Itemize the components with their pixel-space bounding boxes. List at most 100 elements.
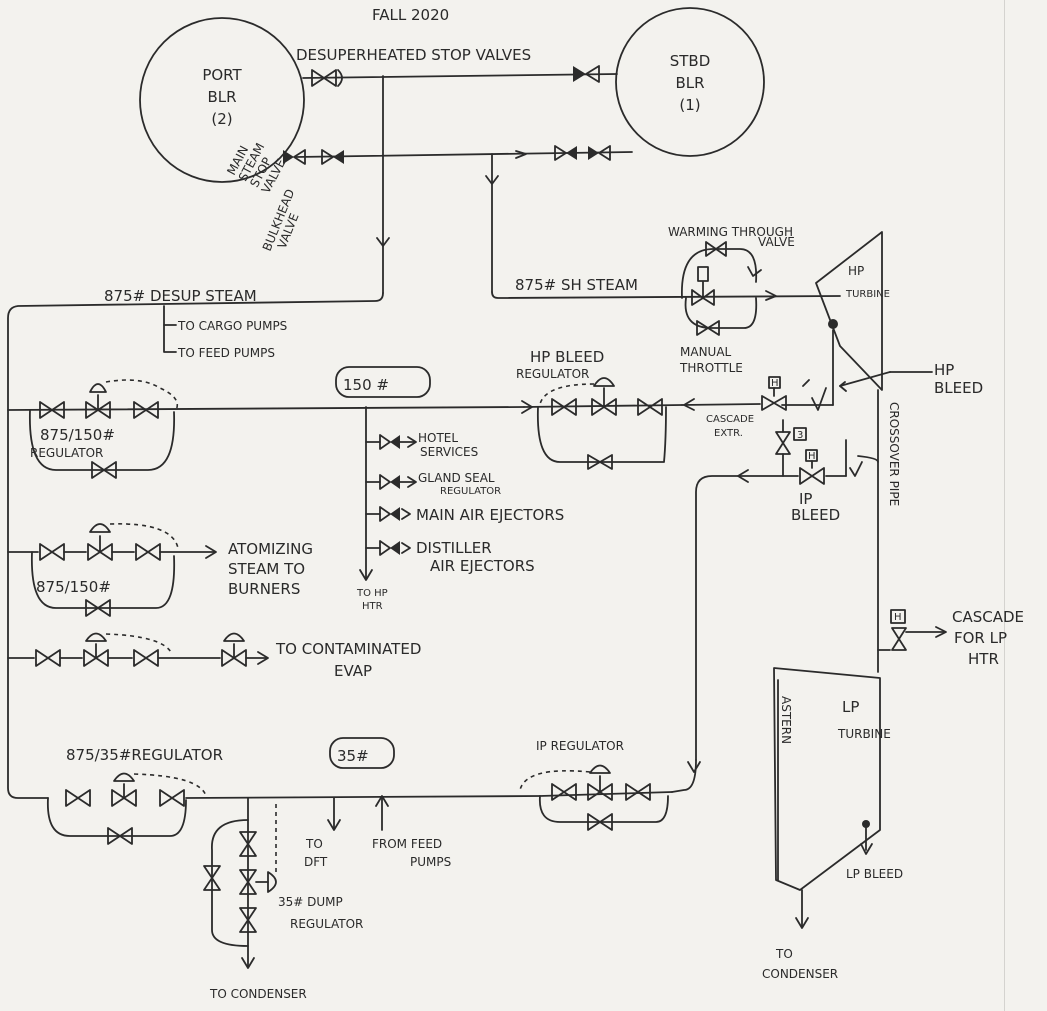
bulkhead-valve-stbd bbox=[588, 145, 611, 161]
lp-bleed-label: LP BLEED bbox=[846, 867, 903, 881]
sh-steam-label: 875# SH STEAM bbox=[515, 276, 638, 294]
to-feed-pumps-label: TO FEED PUMPS bbox=[177, 346, 275, 360]
feed-pump-branch bbox=[163, 324, 177, 353]
main-air-ejectors-label: MAIN AIR EJECTORS bbox=[416, 506, 564, 524]
gland-seal-valve bbox=[365, 474, 417, 490]
to-condenser-right-1: TO bbox=[775, 947, 793, 961]
to-hp-htr-label-2: HTR bbox=[362, 601, 383, 612]
atomizing-label-2: STEAM TO bbox=[228, 560, 305, 578]
hp-turbine: HP TURBINE bbox=[815, 231, 890, 391]
cargo-pump-branch bbox=[163, 305, 177, 326]
main-steam-stop-valve-stbd bbox=[554, 145, 577, 161]
svg-text:HP BLEED: HP BLEED bbox=[530, 348, 604, 366]
svg-text:ASTERN: ASTERN bbox=[779, 696, 793, 744]
distiller-air-ejectors-label: DISTILLER bbox=[416, 539, 492, 557]
svg-text:TURBINE: TURBINE bbox=[845, 289, 890, 300]
distiller-air-ejectors-valve bbox=[365, 540, 411, 556]
dump-regulator-label-1: 35# DUMP bbox=[278, 895, 343, 909]
hp-bleed-label-2: BLEED bbox=[934, 379, 983, 397]
svg-text:3: 3 bbox=[797, 430, 803, 441]
stbd-boiler: STBD BLR (1) bbox=[615, 7, 765, 157]
cascade-lp-htr-label-2: FOR LP bbox=[954, 629, 1007, 647]
main-steam-stop-valve-label: MAIN STEAM STOP VALVE bbox=[224, 141, 288, 196]
services-branch: HOTEL SERVICES GLAND SEAL REGULATOR MAIN… bbox=[356, 406, 564, 612]
crossover-pipe-label: CROSSOVER PIPE bbox=[887, 402, 901, 506]
header-150-badge: 150 # bbox=[335, 366, 431, 398]
svg-text:35#: 35# bbox=[337, 747, 369, 765]
main-steam-stop-valve-port bbox=[283, 149, 306, 165]
contaminated-evap-line bbox=[7, 632, 269, 667]
port-boiler-label-1: PORT bbox=[202, 66, 242, 84]
desup-steam-label: 875# DESUP STEAM bbox=[104, 287, 257, 305]
svg-text:REGULATOR: REGULATOR bbox=[516, 367, 589, 381]
to-condenser-left-label: TO CONDENSER bbox=[209, 987, 307, 1001]
port-boiler-label-2: BLR bbox=[207, 88, 236, 106]
stbd-boiler-label-2: BLR bbox=[675, 74, 704, 92]
svg-text:875/150#: 875/150# bbox=[40, 426, 115, 444]
to-hp-htr-label: TO HP bbox=[356, 588, 388, 599]
dump-regulator bbox=[203, 797, 277, 969]
to-condenser-right-2: CONDENSER bbox=[762, 967, 838, 981]
warming-through-label-2: VALVE bbox=[758, 235, 795, 249]
lp-turbine: LP TURBINE bbox=[773, 667, 891, 929]
ip-bleed-valves: 3 H bbox=[695, 419, 847, 761]
astern-label: ASTERN bbox=[779, 696, 793, 744]
header-150-line bbox=[7, 406, 525, 411]
ip-bleed-label-1: IP bbox=[799, 490, 812, 508]
reg-875-150: 875/150# REGULATOR bbox=[29, 379, 179, 479]
port-boiler: PORT BLR (2) bbox=[139, 17, 305, 183]
stbd-boiler-label-3: (1) bbox=[679, 96, 700, 114]
contaminated-evap-label-1: TO CONTAMINATED bbox=[275, 640, 421, 658]
hp-bleed-label-1: HP bbox=[934, 361, 954, 379]
throttle-assembly bbox=[681, 241, 762, 336]
cascade-extr-label-2: EXTR. bbox=[714, 428, 743, 439]
svg-text:H: H bbox=[808, 451, 816, 462]
boiler-outlet-piping bbox=[7, 73, 841, 799]
header-35-line bbox=[185, 759, 701, 799]
to-dft-label-1: TO bbox=[305, 837, 323, 851]
hp-bleed-line: H bbox=[681, 329, 933, 411]
desup-stop-valve-stbd bbox=[573, 65, 600, 83]
svg-text:875/150#: 875/150# bbox=[36, 578, 111, 596]
reg-875-35: 875/35#REGULATOR bbox=[47, 746, 223, 845]
ip-bleed-label-2: BLEED bbox=[791, 506, 840, 524]
gland-seal-label: GLAND SEAL bbox=[418, 471, 495, 485]
stbd-boiler-drum bbox=[615, 7, 765, 157]
dft-and-feed bbox=[327, 795, 389, 831]
svg-text:TURBINE: TURBINE bbox=[837, 727, 891, 741]
cascade-lp-htr-label-3: HTR bbox=[968, 650, 999, 668]
desup-stop-valves-label: DESUPERHEATED STOP VALVES bbox=[296, 46, 531, 64]
main-air-ejectors-valve bbox=[365, 506, 411, 522]
port-boiler-drum bbox=[139, 17, 305, 183]
desup-stop-valve-port bbox=[311, 69, 343, 87]
port-boiler-label-3: (2) bbox=[211, 110, 232, 128]
title-partial: FALL 2020 bbox=[372, 6, 449, 24]
warming-through-label: WARMING THROUGH bbox=[668, 225, 793, 239]
svg-text:150 #: 150 # bbox=[343, 376, 389, 394]
bulkhead-valve-label: BULKHEAD VALVE bbox=[260, 187, 302, 253]
atomizing-label-1: ATOMIZING bbox=[228, 540, 313, 558]
manual-throttle-label: MANUAL bbox=[680, 345, 732, 359]
paper-edge-line bbox=[1004, 0, 1005, 1011]
distiller-air-ejectors-label-2: AIR EJECTORS bbox=[430, 557, 535, 575]
atomizing-label-3: BURNERS bbox=[228, 580, 300, 598]
svg-text:REGULATOR: REGULATOR bbox=[30, 446, 103, 460]
svg-text:LP: LP bbox=[842, 698, 859, 716]
from-feed-pumps-label-2: PUMPS bbox=[410, 855, 451, 869]
cascade-lp-htr: H bbox=[877, 609, 947, 651]
hotel-services-label: HOTEL bbox=[418, 431, 458, 445]
manual-throttle-label-2: THROTTLE bbox=[679, 361, 743, 375]
to-cargo-pumps-label: TO CARGO PUMPS bbox=[177, 319, 287, 333]
hp-bleed-regulator: HP BLEED REGULATOR bbox=[516, 348, 683, 470]
atomizing-steam-regulator: 875/150# bbox=[7, 523, 217, 617]
gland-seal-label-2: REGULATOR bbox=[440, 486, 501, 497]
from-feed-pumps-label-1: FROM FEED bbox=[372, 837, 442, 851]
hotel-services-label-2: SERVICES bbox=[420, 445, 478, 459]
cascade-lp-htr-label-1: CASCADE bbox=[952, 608, 1024, 626]
stbd-boiler-label-1: STBD bbox=[670, 52, 711, 70]
svg-text:CROSSOVER PIPE: CROSSOVER PIPE bbox=[887, 402, 901, 506]
bulkhead-valve-port bbox=[321, 149, 344, 165]
ip-regulator: IP REGULATOR bbox=[519, 739, 673, 831]
